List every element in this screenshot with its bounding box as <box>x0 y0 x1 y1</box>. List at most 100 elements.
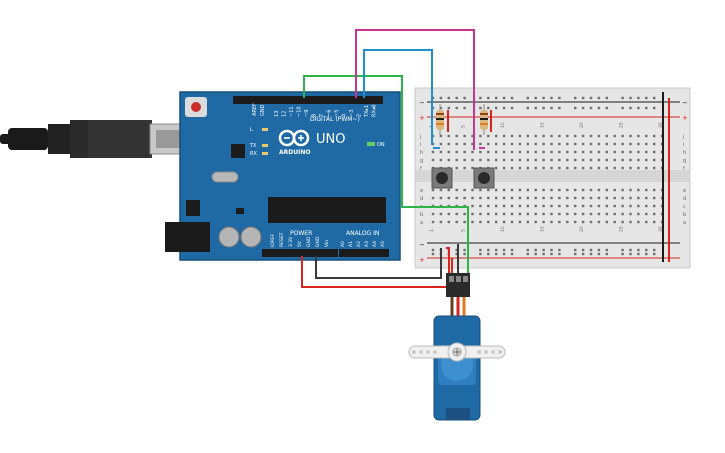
digital-pin-label: ~11 <box>289 106 295 117</box>
digital-pin-label: RX◂0 <box>372 104 378 117</box>
row-label: j <box>419 134 421 140</box>
power-pin-label: GND <box>315 236 321 247</box>
digital-pin-label: ~10 <box>297 106 303 117</box>
column-number: 30 <box>658 226 664 232</box>
digital-label: DIGITAL (PWM~) <box>310 116 360 123</box>
model-label: UNO <box>316 132 345 147</box>
capacitor-1 <box>218 226 240 248</box>
row-label: b <box>420 212 423 218</box>
arduino-logo-icon <box>278 129 310 147</box>
column-number: 25 <box>619 226 625 232</box>
row-label: a <box>420 220 423 226</box>
digital-pin-label: 7 <box>319 114 325 117</box>
row-label: f <box>420 166 422 172</box>
analog-pin-label: A4 <box>372 241 378 247</box>
aref-label: AREF <box>252 103 258 116</box>
crystal <box>211 171 239 183</box>
analog-pin-label: A0 <box>340 241 346 247</box>
row-label: j <box>682 134 684 140</box>
row-label: a <box>683 220 686 226</box>
led-rx-label: RX <box>250 151 257 157</box>
row-label: g <box>683 158 686 164</box>
svg-text:+: + <box>682 114 688 122</box>
svg-text:+: + <box>419 256 425 264</box>
wire-blue-pin3[interactable] <box>363 49 433 145</box>
row-label: i <box>683 142 684 148</box>
row-label: e <box>420 188 423 194</box>
power-header <box>262 249 338 257</box>
power-pin-label: 3.3V <box>288 236 294 247</box>
row-label: b <box>683 212 686 218</box>
pushbutton-2[interactable] <box>473 167 495 189</box>
digital-pin-label: ~3 <box>349 110 355 117</box>
atmega-chip <box>268 197 386 223</box>
analog-pin-label: A3 <box>364 241 370 247</box>
column-number: 15 <box>540 122 546 128</box>
pushbutton-1[interactable] <box>431 167 453 189</box>
column-number: 20 <box>579 226 585 232</box>
column-number: 30 <box>658 122 664 128</box>
resistor-2[interactable] <box>480 104 488 135</box>
row-label: d <box>683 196 686 202</box>
column-number: 5 <box>461 125 467 128</box>
power-jack <box>165 222 210 252</box>
column-number: 1 <box>429 229 435 232</box>
row-label: e <box>683 188 686 194</box>
analog-pin-label: A1 <box>348 241 354 247</box>
power-pin-label: 5V <box>297 240 303 247</box>
digital-pin-label: 13 <box>274 111 280 117</box>
wires <box>301 29 475 288</box>
svg-text:−: − <box>682 99 688 107</box>
digital-pin-label: ~6 <box>327 110 333 117</box>
row-label: d <box>420 196 423 202</box>
analog-header <box>339 249 389 257</box>
row-label: c <box>683 204 686 210</box>
svg-text:−: − <box>419 241 425 249</box>
row-label: i <box>420 142 421 148</box>
led-tx-label: TX <box>249 143 257 149</box>
analog-pin-label: A5 <box>380 241 386 247</box>
usb-cable <box>0 120 191 158</box>
capacitor-2 <box>240 226 262 248</box>
row-label: g <box>420 158 423 164</box>
wire-black-gnd[interactable] <box>315 248 442 279</box>
svg-text:+: + <box>419 114 425 122</box>
wire-green-pin9[interactable] <box>303 75 469 275</box>
power-pin-label: Vin <box>324 240 330 247</box>
breadboard-holes <box>431 96 664 256</box>
analog-label: ANALOG IN <box>346 230 379 237</box>
row-label: h <box>420 150 423 156</box>
column-number: 10 <box>500 226 506 232</box>
power-pin-label: IOREF <box>270 233 276 247</box>
servo-motor[interactable] <box>408 273 506 421</box>
row-label: h <box>683 150 686 156</box>
digital-pin-label: TX▸1 <box>364 105 370 118</box>
digital-pin-label: 4 <box>342 114 348 117</box>
digital-pin-label: ~5 <box>334 110 340 117</box>
brand-label: ARDUINO <box>279 149 310 156</box>
row-label: f <box>683 166 685 172</box>
digital-pin-label: ~9 <box>304 110 310 117</box>
column-number: 5 <box>461 229 467 232</box>
resistor-1[interactable] <box>436 104 444 135</box>
wire-magenta-pin2[interactable] <box>355 29 475 150</box>
column-number: 20 <box>579 122 585 128</box>
digital-pin-label: 8 <box>312 114 318 117</box>
on-label: ON <box>377 142 385 148</box>
digital-pin-label: 12 <box>282 111 288 117</box>
led-l-label: L <box>250 127 253 133</box>
column-number: 25 <box>619 122 625 128</box>
power-pin-label: GND <box>306 236 312 247</box>
power-pin-label: RESET <box>279 232 285 247</box>
svg-text:−: − <box>419 99 425 107</box>
power-label: POWER <box>290 230 312 237</box>
voltage-regulator <box>186 200 200 216</box>
column-number: 10 <box>500 122 506 128</box>
digital-pin-label: 2 <box>357 114 363 117</box>
analog-pin-label: A2 <box>356 241 362 247</box>
